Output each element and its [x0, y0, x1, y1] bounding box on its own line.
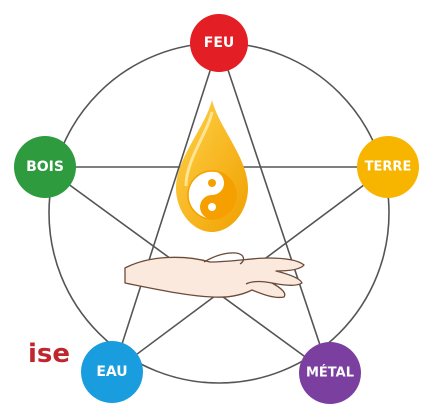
open-hand-icon — [125, 253, 304, 298]
node-metal-label: MÉTAL — [306, 365, 354, 381]
node-bois: BOIS — [14, 136, 76, 198]
node-feu-label: FEU — [204, 35, 235, 51]
yin-yang-drop-icon — [176, 100, 248, 232]
node-terre: TERRE — [357, 136, 419, 198]
side-text-fragment: ise — [28, 339, 70, 369]
node-eau: EAU — [81, 341, 143, 403]
node-terre-label: TERRE — [365, 160, 412, 175]
node-metal: MÉTAL — [299, 342, 361, 404]
node-bois-label: BOIS — [26, 159, 64, 175]
node-feu: FEU — [190, 14, 248, 72]
node-eau-label: EAU — [96, 364, 127, 380]
